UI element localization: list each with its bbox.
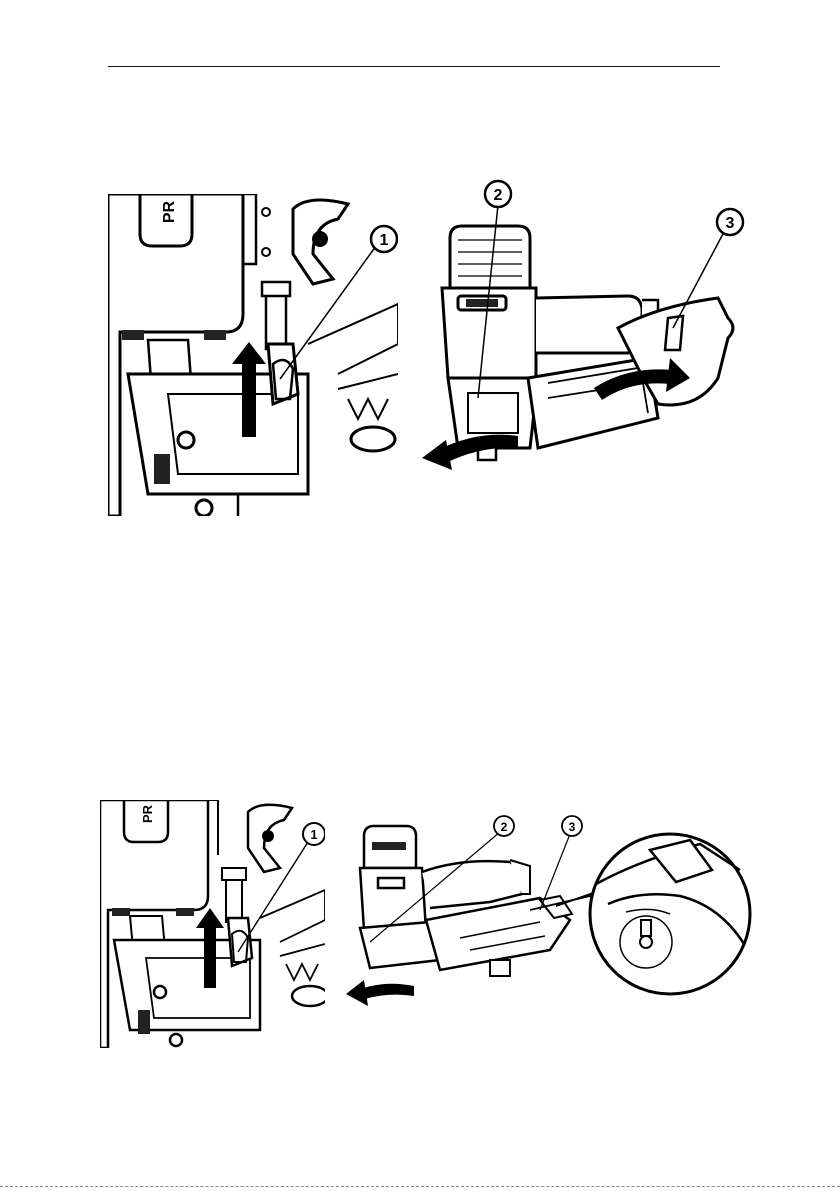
svg-text:3: 3 (726, 215, 735, 232)
figure-bottom-right: 2 3 (340, 810, 760, 1020)
figure-top-right: 2 3 (418, 178, 748, 488)
callout-3: 3 (562, 816, 582, 836)
callout-1: 1 (371, 226, 397, 252)
page-bottom-edge (0, 1186, 840, 1187)
svg-text:1: 1 (310, 827, 317, 842)
figure-bottom-left: PR 1 (100, 800, 325, 1048)
housing-logo-text: PR (161, 200, 178, 223)
callout-3: 3 (717, 209, 743, 235)
rotate-left-arrow-icon (346, 980, 414, 1006)
svg-text:3: 3 (569, 820, 576, 834)
housing-logo-text: PR (140, 804, 155, 823)
figure-top-left: PR (108, 194, 398, 516)
callout-2: 2 (494, 816, 514, 836)
rotate-left-arrow-icon (422, 435, 518, 470)
svg-text:1: 1 (380, 232, 389, 249)
header-rule (108, 66, 720, 67)
callout-1: 1 (303, 823, 325, 845)
svg-text:2: 2 (501, 820, 508, 834)
svg-text:2: 2 (494, 187, 503, 204)
detail-inset (590, 834, 750, 994)
callout-2: 2 (485, 181, 511, 207)
